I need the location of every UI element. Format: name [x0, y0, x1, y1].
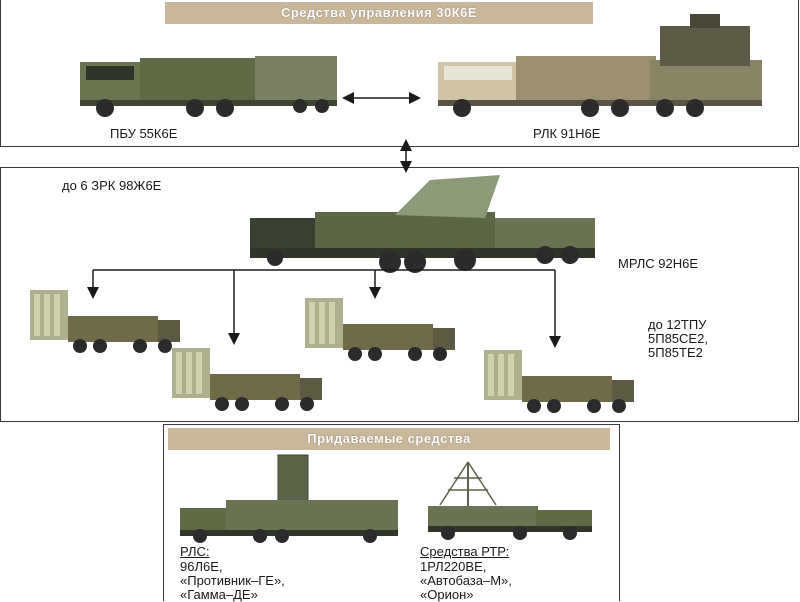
tpu-launcher-image [172, 348, 322, 411]
rls-heading: РЛС: [180, 544, 209, 559]
rls-vehicle-image [180, 455, 398, 543]
tpu-launcher-image [305, 298, 455, 361]
pbu-label: ПБУ 55К6Е [110, 126, 177, 141]
rlk-label: РЛК 91Н6Е [533, 126, 600, 141]
zrk-note: до 6 ЗРК 98Ж6Е [62, 178, 161, 193]
rtr-text: 1РЛ220ВЕ, «Автобаза–М», «Орион» [420, 560, 512, 602]
tpu-launcher-image [484, 350, 634, 413]
rtr-heading: Средства РТР: [420, 544, 509, 559]
tpu-launcher-image [30, 290, 180, 353]
pbu-vehicle-image [80, 56, 337, 117]
rls-text: 96Л6Е, «Противник–ГЕ», «Гамма–ДЕ» [180, 560, 285, 602]
mrls-vehicle-image [250, 175, 595, 273]
tpu-note: до 12ТПУ 5П85СЕ2, 5П85ТЕ2 [648, 318, 708, 360]
rtr-vehicle-image [428, 462, 592, 540]
rlk-vehicle-image [438, 14, 762, 117]
mrls-label: МРЛС 92Н6Е [618, 256, 698, 271]
